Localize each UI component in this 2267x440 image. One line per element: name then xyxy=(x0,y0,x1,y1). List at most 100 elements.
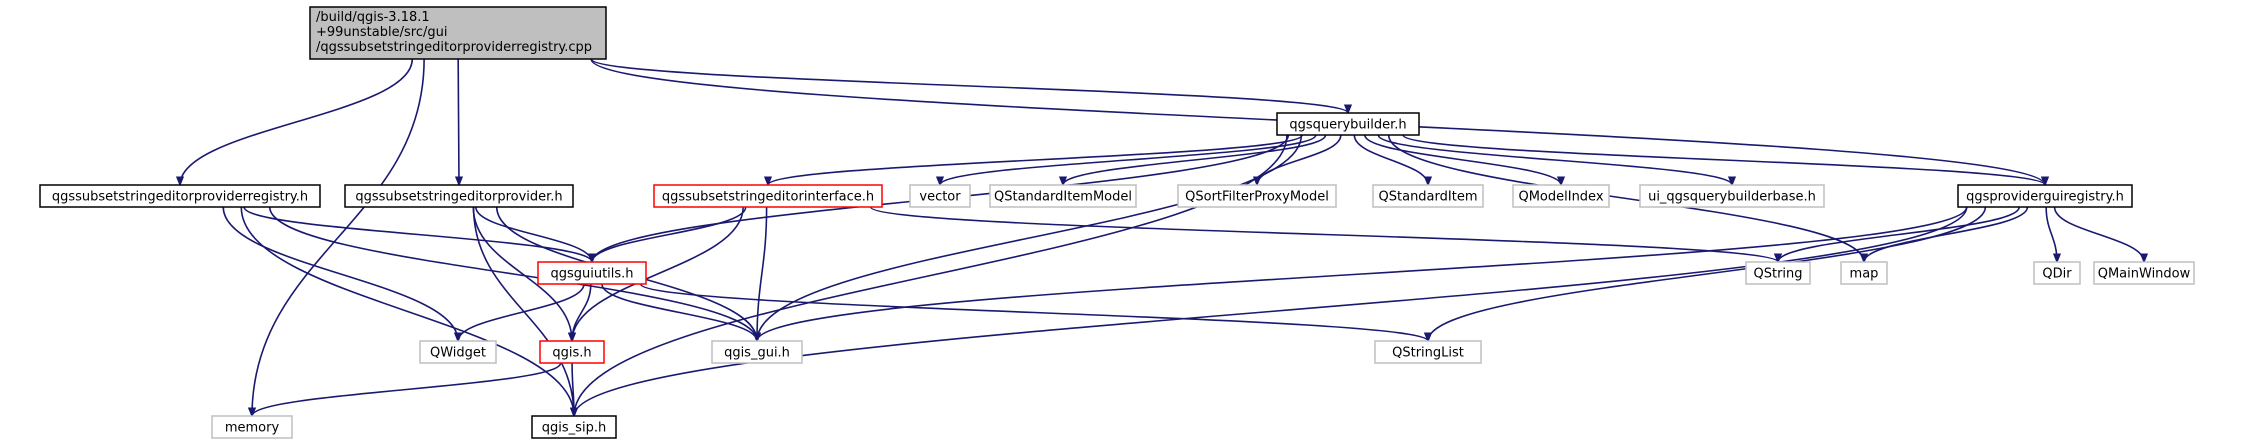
node-label: QDir xyxy=(2042,267,2072,282)
node-box xyxy=(1957,184,2133,208)
edge-editorinterface-h-to-guiutils-h xyxy=(592,206,747,262)
node-qstandarditem: QStandardItem xyxy=(1372,184,1484,208)
node-box xyxy=(1512,184,1610,208)
edge-editorproviderregistry-h-to-qgis-sip-h xyxy=(240,206,574,416)
node-label: QStringList xyxy=(1392,346,1464,361)
node-ui-querybuilderbase-h: ui_qgsquerybuilderbase.h xyxy=(1639,184,1825,208)
dependency-edges xyxy=(180,58,2144,416)
edge-providerguiregistry-h-to-map xyxy=(1864,206,2029,262)
node-label: QModelIndex xyxy=(1518,190,1603,205)
node-box xyxy=(1276,112,1420,136)
node-memory: memory xyxy=(211,415,293,439)
node-label: QStandardItem xyxy=(1379,190,1478,205)
edge-editorproviderregistry-h-to-qwidget xyxy=(222,206,458,341)
edge-guiutils-h-to-qstringlist xyxy=(639,283,1428,342)
edge-querybuilder-h-to-vector xyxy=(940,134,1317,186)
node-qsortfilterproxymodel: QSortFilterProxyModel xyxy=(1177,184,1337,208)
node-label: QSortFilterProxyModel xyxy=(1185,190,1329,205)
edge-editorprovider-h-to-guiutils-h xyxy=(475,206,592,262)
node-qgis-sip-h[interactable]: qgis_sip.h xyxy=(531,415,617,439)
node-qgis-gui-h: qgis_gui.h xyxy=(711,340,803,364)
node-label: +99unstable/src/gui xyxy=(316,25,447,40)
node-box xyxy=(711,340,803,364)
edge-querybuilder-h-to-qgis-gui-h xyxy=(757,134,1303,341)
edge-providerguiregistry-h-to-qstring xyxy=(1778,206,2020,262)
node-qmodelindex: QModelIndex xyxy=(1512,184,1610,208)
node-box xyxy=(539,340,605,364)
edge-querybuilder-h-to-qmodelindex xyxy=(1364,134,1561,185)
edge-root-to-editorprovider-h xyxy=(458,58,459,185)
node-box xyxy=(909,184,971,208)
node-box xyxy=(653,184,883,208)
edge-root-to-querybuilder-h xyxy=(590,58,1348,114)
node-box xyxy=(2093,261,2195,285)
edge-querybuilder-h-to-ui-querybuilderbase-h xyxy=(1377,134,1732,186)
node-label: QString xyxy=(1753,267,1802,282)
node-guiutils-h[interactable]: qgsguiutils.h xyxy=(537,261,647,285)
node-label: qgsquerybuilder.h xyxy=(1289,118,1406,133)
node-label: QWidget xyxy=(430,346,486,361)
node-editorprovider-h[interactable]: qgssubsetstringeditorprovider.h xyxy=(344,184,574,208)
node-label: ui_qgsquerybuilderbase.h xyxy=(1648,190,1816,205)
edge-editorprovider-h-to-qgis-h xyxy=(472,206,572,341)
node-map: map xyxy=(1840,261,1888,285)
node-qstringlist: QStringList xyxy=(1374,340,1482,364)
edge-editorproviderregistry-h-to-guiutils-h xyxy=(243,206,592,262)
node-querybuilder-h[interactable]: qgsquerybuilder.h xyxy=(1276,112,1420,136)
edge-qgis-h-to-memory xyxy=(252,362,562,416)
node-box xyxy=(1639,184,1825,208)
node-box xyxy=(309,6,607,60)
node-box xyxy=(419,340,497,364)
edge-editorinterface-h-to-qstring xyxy=(869,206,1778,263)
node-label: qgis_gui.h xyxy=(724,346,790,361)
node-box xyxy=(537,261,647,285)
node-label: qgis.h xyxy=(552,346,591,361)
node-qgis-h[interactable]: qgis.h xyxy=(539,340,605,364)
node-label: vector xyxy=(919,190,961,205)
node-qmainwindow: QMainWindow xyxy=(2093,261,2195,285)
node-box xyxy=(1374,340,1482,364)
edge-editorinterface-h-to-qgis-h xyxy=(572,206,744,341)
edge-root-to-editorproviderregistry-h xyxy=(180,58,414,185)
edge-querybuilder-h-to-qstandarditemmodel xyxy=(1063,134,1327,185)
node-label: qgsguiutils.h xyxy=(550,267,633,282)
node-box xyxy=(1372,184,1484,208)
node-box xyxy=(989,184,1137,208)
node-label: /build/qgis-3.18.1 xyxy=(316,10,430,25)
node-root[interactable]: /build/qgis-3.18.1+99unstable/src/gui/qg… xyxy=(309,6,607,60)
edge-providerguiregistry-h-to-qmainwindow xyxy=(2053,206,2144,262)
edge-root-to-memory xyxy=(252,58,425,416)
node-editorinterface-h[interactable]: qgssubsetstringeditorinterface.h xyxy=(653,184,883,208)
edge-guiutils-h-to-qgis-h xyxy=(572,283,592,341)
node-providerguiregistry-h[interactable]: qgsproviderguiregistry.h xyxy=(1957,184,2133,208)
node-qwidget: QWidget xyxy=(419,340,497,364)
edge-providerguiregistry-h-to-qgis-sip-h xyxy=(574,206,1968,416)
node-label: qgssubsetstringeditorprovider.h xyxy=(355,190,562,205)
edge-querybuilder-h-to-qsortfilterproxymodel xyxy=(1257,134,1342,185)
edge-querybuilder-h-to-editorinterface-h xyxy=(768,134,1304,186)
node-box xyxy=(2033,261,2081,285)
node-box xyxy=(344,184,574,208)
node-vector: vector xyxy=(909,184,971,208)
edge-editorproviderregistry-h-to-qgis-gui-h xyxy=(268,206,757,341)
node-box xyxy=(211,415,293,439)
node-label: qgsproviderguiregistry.h xyxy=(1966,190,2124,205)
node-label: qgssubsetstringeditorproviderregistry.h xyxy=(52,190,308,205)
node-box xyxy=(39,184,321,208)
node-label: qgssubsetstringeditorinterface.h xyxy=(662,190,874,205)
edge-providerguiregistry-h-to-qstringlist xyxy=(1428,206,1987,341)
node-qdir: QDir xyxy=(2033,261,2081,285)
node-box xyxy=(1840,261,1888,285)
edge-providerguiregistry-h-to-qdir xyxy=(2045,206,2057,262)
node-label: /qgssubsetstringeditorproviderregistry.c… xyxy=(316,40,592,55)
edge-querybuilder-h-to-providerguiregistry-h xyxy=(1402,134,2045,186)
edge-guiutils-h-to-qgis-gui-h xyxy=(601,283,757,341)
node-label: QMainWindow xyxy=(2098,267,2191,282)
edge-providerguiregistry-h-to-qgis-gui-h xyxy=(757,206,1968,341)
node-label: map xyxy=(1850,267,1879,282)
node-editorproviderregistry-h[interactable]: qgssubsetstringeditorproviderregistry.h xyxy=(39,184,321,208)
node-qstandarditemmodel: QStandardItemModel xyxy=(989,184,1137,208)
node-label: qgis_sip.h xyxy=(542,421,606,436)
node-qstring: QString xyxy=(1745,261,1811,285)
